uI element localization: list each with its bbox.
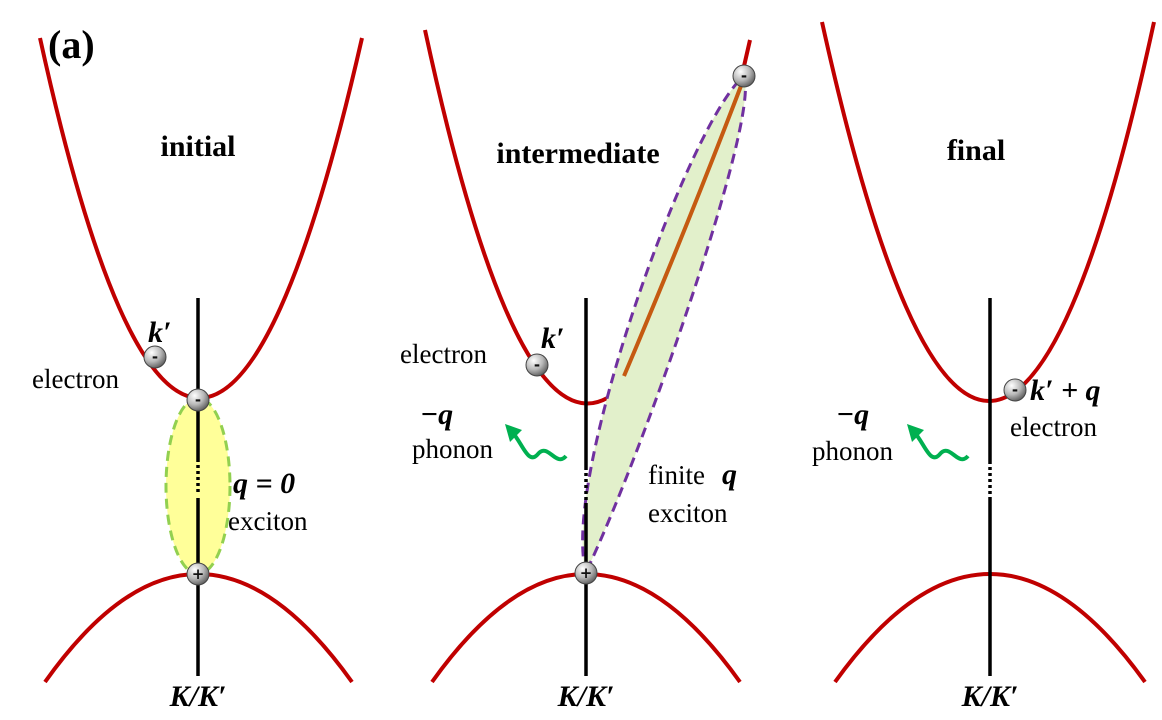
electron-particle: - xyxy=(143,345,167,369)
panel-final: final k′ + q electron −q phonon K/K′ - xyxy=(812,21,1156,713)
panel-title: intermediate xyxy=(496,137,659,170)
phonon-wavy-arrow xyxy=(505,424,568,462)
phonon-label: phonon xyxy=(812,436,894,466)
electron-particle: - xyxy=(525,353,549,377)
svg-text:+: + xyxy=(580,564,593,582)
electron-particle-exciton: - xyxy=(732,64,756,88)
panel-label: (a) xyxy=(48,22,95,67)
exciton-label: exciton xyxy=(648,498,728,528)
exciton-q-label: finite q xyxy=(648,458,737,491)
svg-text:-: - xyxy=(534,356,540,374)
electron-label: electron xyxy=(32,364,119,394)
exciton-electron-band-segment xyxy=(622,77,746,377)
svg-text:+: + xyxy=(192,565,205,583)
axis-label: K/K′ xyxy=(961,680,1019,713)
exciton-q-label: q = 0 xyxy=(233,467,295,500)
phonon-wavy-arrow xyxy=(907,424,970,462)
hole-particle: + xyxy=(186,562,210,586)
phonon-q-label: −q xyxy=(420,398,453,431)
electron-particle-exciton: - xyxy=(186,388,210,412)
panel-intermediate: intermediate k′ electron −q phonon finit… xyxy=(400,29,756,713)
electron-momentum-label: k′ xyxy=(541,322,564,355)
phonon-label: phonon xyxy=(412,434,494,464)
electron-momentum-label: k′ xyxy=(148,316,171,349)
phonon-q-label: −q xyxy=(836,398,869,431)
exciton-label: exciton xyxy=(228,506,308,536)
svg-text:-: - xyxy=(152,348,158,366)
conduction-band xyxy=(820,21,1156,403)
panel-title: initial xyxy=(160,130,235,163)
svg-text:finite: finite xyxy=(648,460,705,490)
electron-particle: - xyxy=(1003,378,1027,402)
svg-text:-: - xyxy=(741,67,747,85)
axis-label: K/K′ xyxy=(169,680,227,713)
conduction-band xyxy=(38,37,364,400)
electron-label: electron xyxy=(400,339,487,369)
hole-particle: + xyxy=(574,561,598,585)
electron-label: electron xyxy=(1010,412,1097,442)
axis-label: K/K′ xyxy=(557,680,615,713)
svg-text:-: - xyxy=(1012,381,1018,399)
electron-momentum-label: k′ + q xyxy=(1030,374,1101,407)
panel-initial: initial k′ electron q = 0 exciton K/K′ -… xyxy=(32,37,364,713)
svg-text:-: - xyxy=(195,391,201,409)
svg-text:q: q xyxy=(722,458,737,491)
panel-title: final xyxy=(947,134,1005,167)
